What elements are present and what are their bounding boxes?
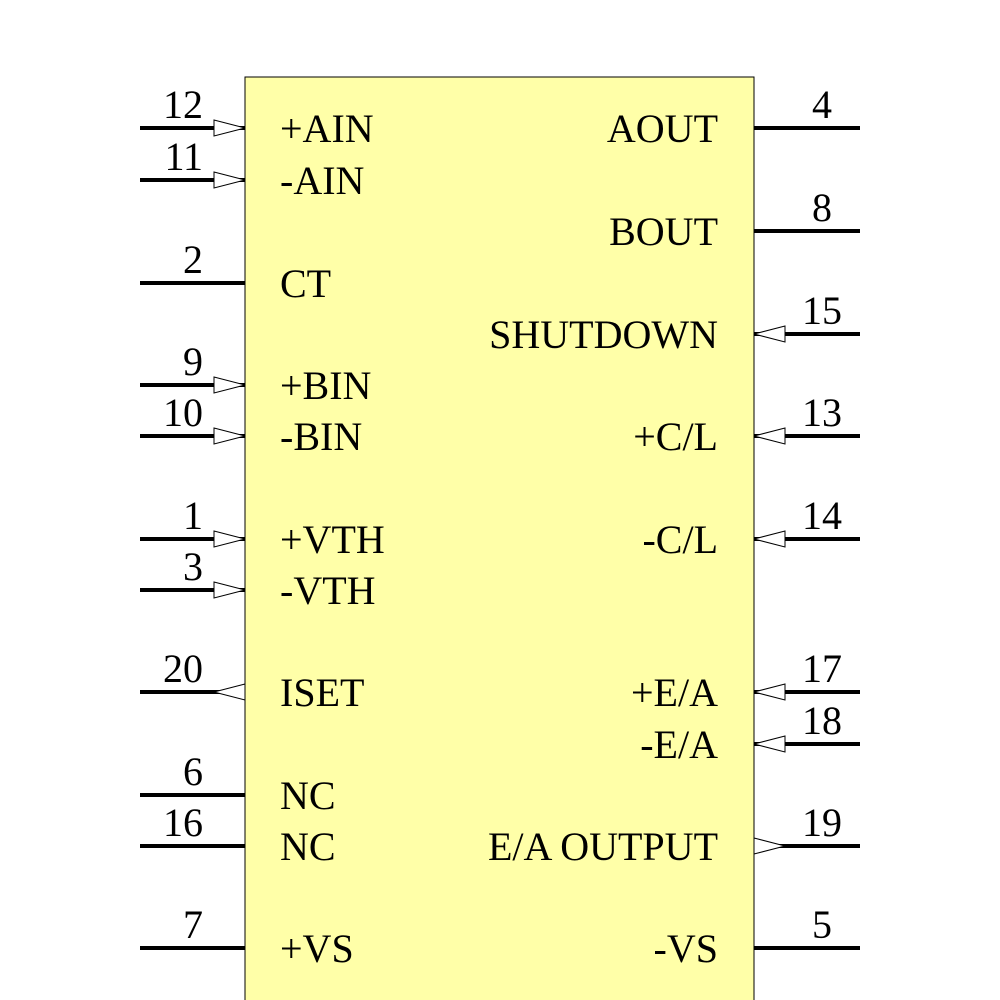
- pin-right-15-label: SHUTDOWN: [489, 312, 718, 357]
- pin-left-10-number: 10: [163, 390, 203, 435]
- pin-left-11-input-arrow-icon: [213, 171, 246, 189]
- pin-left-10-label: -BIN: [280, 414, 362, 459]
- pin-left-7-number: 7: [183, 902, 203, 947]
- pin-right-8-label: BOUT: [609, 209, 718, 254]
- pin-left-2-label: CT: [280, 261, 331, 306]
- pin-left-12: 12 +AIN: [140, 82, 374, 151]
- pin-right-19-number: 19: [802, 800, 842, 845]
- pin-left-2-number: 2: [183, 237, 203, 282]
- pin-left-3-number: 3: [183, 544, 203, 589]
- pin-right-17-number: 17: [802, 646, 842, 691]
- pin-right-13: 13 +C/L: [633, 390, 860, 459]
- pin-left-9-input-arrow-icon: [213, 376, 246, 394]
- pin-right-18-input-arrow-icon: [753, 735, 786, 753]
- pin-right-19-output-arrow-icon: [753, 837, 786, 855]
- pin-right-4-label: AOUT: [607, 106, 718, 151]
- pin-right-18: 18 -E/A: [640, 698, 860, 767]
- pin-left-12-label: +AIN: [280, 106, 374, 151]
- pin-left-7-label: +VS: [280, 926, 354, 971]
- pin-right-19: 19E/A OUTPUT: [488, 800, 860, 869]
- pin-right-17-label: +E/A: [631, 670, 718, 715]
- pin-right-5: 5 -VS: [654, 902, 860, 971]
- pin-right-17-input-arrow-icon: [753, 683, 786, 701]
- pin-left-6-number: 6: [183, 749, 203, 794]
- pin-left-6-label: NC: [280, 773, 336, 818]
- pin-left-20-number: 20: [163, 646, 203, 691]
- pin-left-11: 11 -AIN: [140, 134, 364, 203]
- pin-right-8-number: 8: [812, 185, 832, 230]
- pin-left-1: 1 +VTH: [140, 493, 385, 562]
- pin-right-18-number: 18: [802, 698, 842, 743]
- pin-left-12-number: 12: [163, 82, 203, 127]
- left-pin-group: 12 +AIN 11 -AIN 2CT 9 +BIN 10 -BIN 1 +VTH 3 -VTH 20IS…: [140, 82, 385, 971]
- pin-left-11-label: -AIN: [280, 158, 364, 203]
- pin-right-19-label: E/A OUTPUT: [488, 824, 718, 869]
- pin-left-7: 7 +VS: [140, 902, 354, 971]
- pin-right-14-number: 14: [802, 493, 842, 538]
- pin-left-10: 10 -BIN: [140, 390, 362, 459]
- pin-right-18-label: -E/A: [640, 722, 718, 767]
- pin-left-6: 6NC: [140, 749, 336, 818]
- pin-right-14: 14 -C/L: [642, 493, 860, 562]
- right-pin-group: 4AOUT8BOUT15SHUTDOWN13+C/L14-C/L17+E/A18…: [488, 82, 860, 971]
- pin-left-10-input-arrow-icon: [213, 427, 246, 445]
- pin-right-17: 17 +E/A: [631, 646, 860, 715]
- pin-left-2: 2CT: [140, 237, 331, 306]
- pin-left-20-output-arrow-icon: [213, 683, 246, 701]
- pin-right-13-number: 13: [802, 390, 842, 435]
- pin-left-3-input-arrow-icon: [213, 581, 246, 599]
- pin-left-12-input-arrow-icon: [213, 119, 246, 137]
- pin-left-16-label: NC: [280, 824, 336, 869]
- pin-left-3-label: -VTH: [280, 568, 376, 613]
- pin-right-13-label: +C/L: [633, 414, 718, 459]
- pin-right-14-input-arrow-icon: [753, 530, 786, 548]
- pin-left-9-number: 9: [183, 339, 203, 384]
- pin-left-1-number: 1: [183, 493, 203, 538]
- pin-left-9-label: +BIN: [280, 363, 371, 408]
- pin-left-16-number: 16: [163, 800, 203, 845]
- pin-right-5-label: -VS: [654, 926, 718, 971]
- pin-right-4-number: 4: [812, 82, 832, 127]
- pin-left-20-label: ISET: [280, 670, 364, 715]
- component-body: [244, 76, 755, 1000]
- pin-left-11-number: 11: [164, 134, 203, 179]
- pin-left-9: 9 +BIN: [140, 339, 371, 408]
- pin-left-1-input-arrow-icon: [213, 530, 246, 548]
- pin-right-5-number: 5: [812, 902, 832, 947]
- pin-right-15-input-arrow-icon: [753, 325, 786, 343]
- pin-left-1-label: +VTH: [280, 517, 385, 562]
- pin-right-15-number: 15: [802, 288, 842, 333]
- pin-right-13-input-arrow-icon: [753, 427, 786, 445]
- pin-right-14-label: -C/L: [642, 517, 718, 562]
- pin-left-3: 3 -VTH: [140, 544, 376, 613]
